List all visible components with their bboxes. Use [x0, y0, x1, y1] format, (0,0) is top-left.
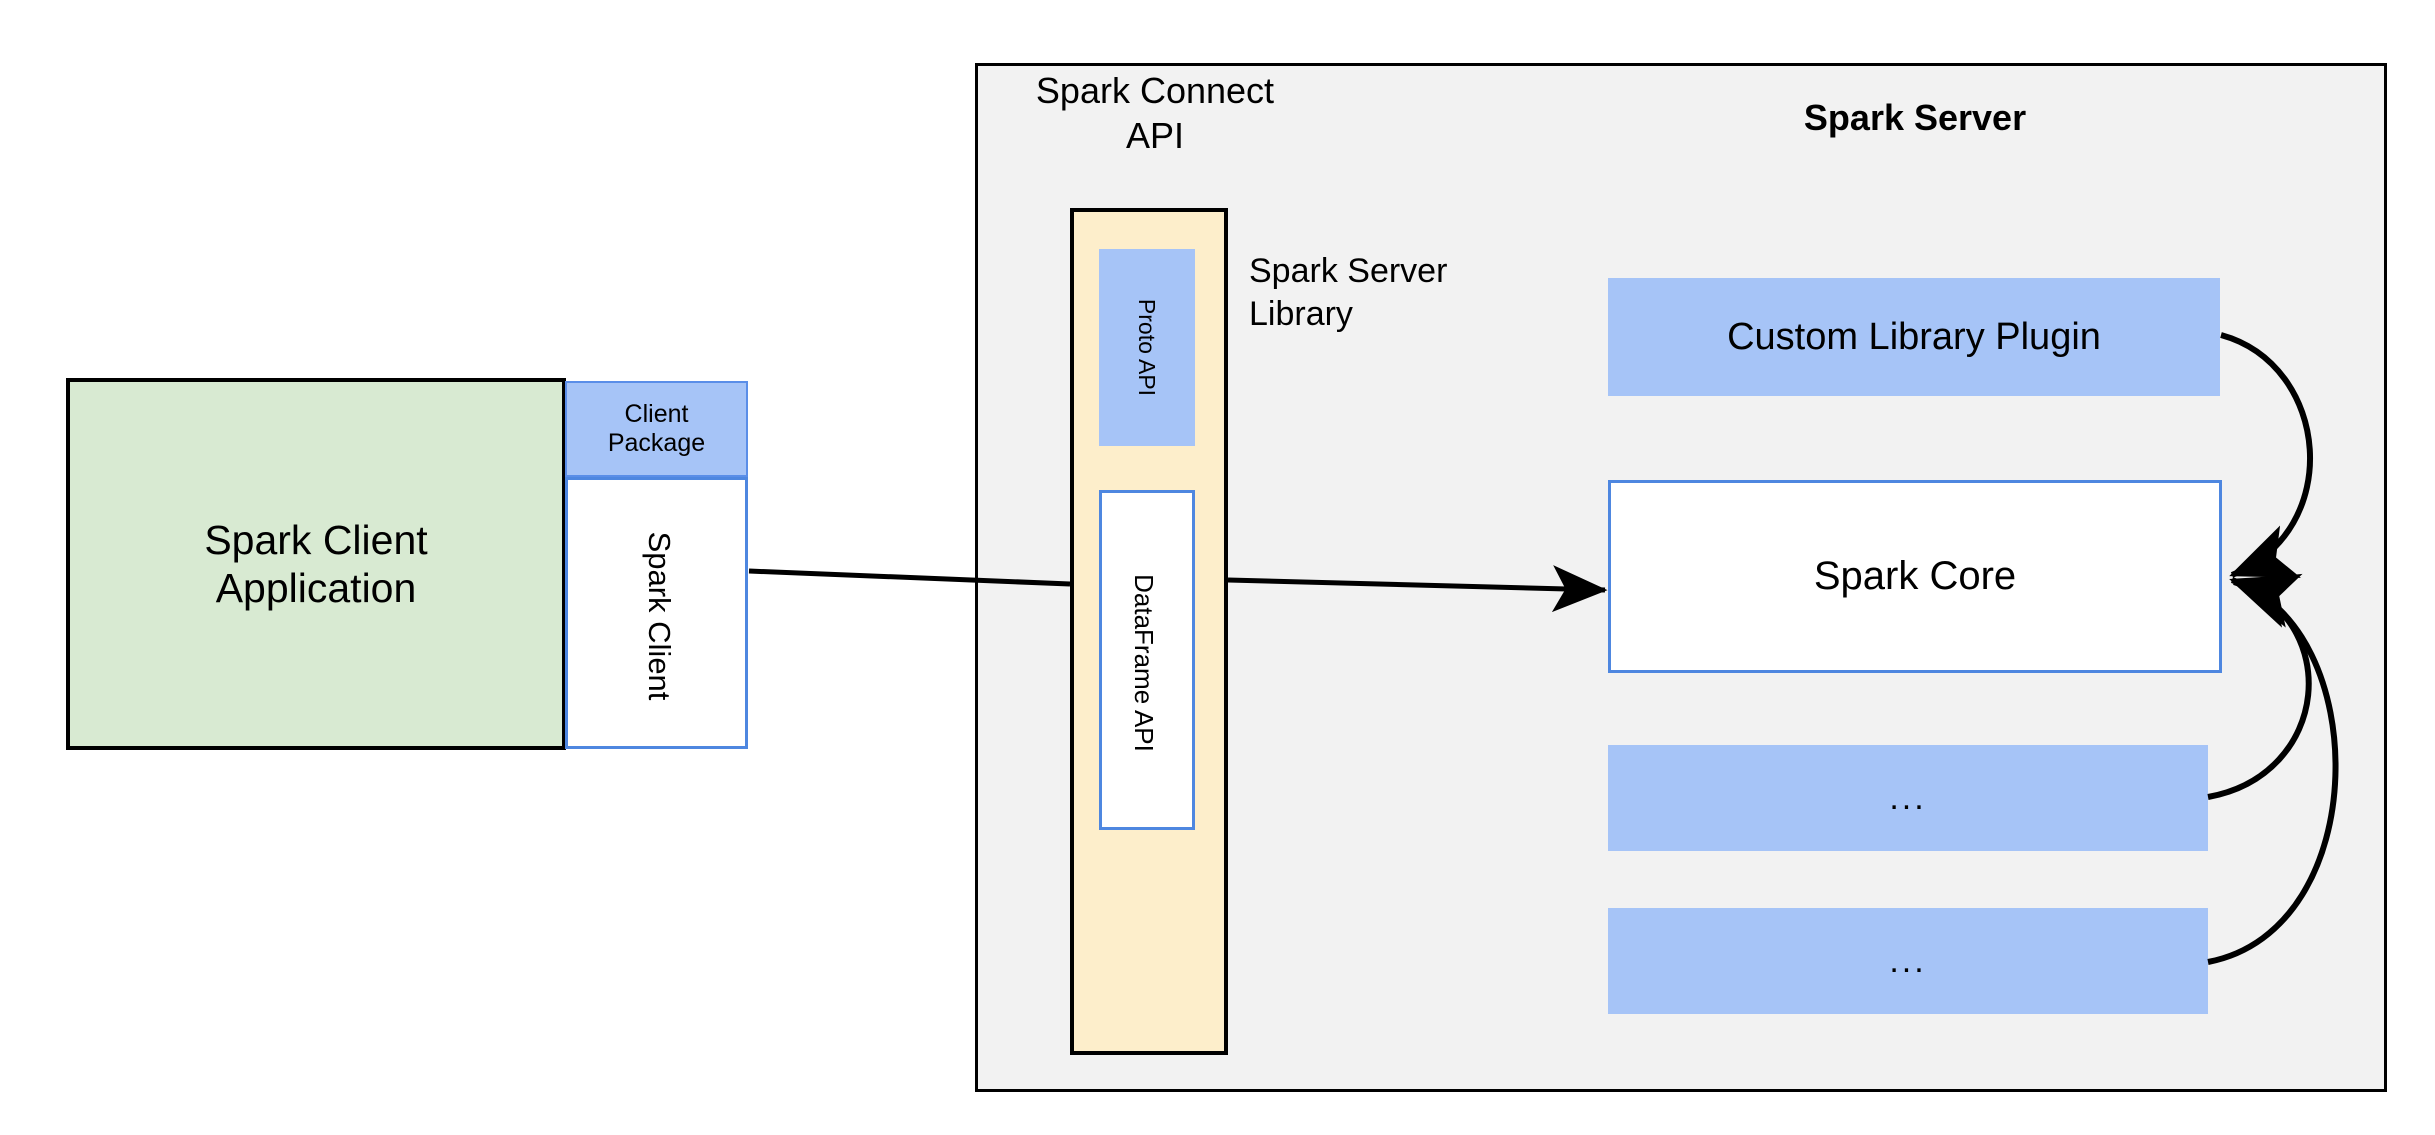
placeholder-component-box-2[interactable]: ...	[1608, 908, 2208, 1014]
proto-api-label: Proto API	[1134, 298, 1161, 397]
spark-core-box[interactable]: Spark Core	[1608, 480, 2222, 673]
proto-api-box[interactable]: Proto API	[1099, 249, 1195, 446]
custom-library-plugin-box[interactable]: Custom Library Plugin	[1608, 278, 2220, 396]
placeholder-component-label-2: ...	[1889, 941, 1927, 980]
dataframe-api-box[interactable]: DataFrame API	[1099, 490, 1195, 830]
spark-client-label: Spark Client	[642, 531, 678, 701]
placeholder-component-box-1[interactable]: ...	[1608, 745, 2208, 851]
spark-client-box[interactable]: Spark Client	[565, 477, 748, 749]
custom-library-plugin-label: Custom Library Plugin	[1727, 315, 2101, 358]
client-package-label: Client Package	[607, 399, 706, 458]
spark-server-library-label: Spark Server Library	[1249, 252, 1448, 333]
placeholder-component-label-1: ...	[1889, 778, 1927, 817]
dataframe-api-label: DataFrame API	[1129, 574, 1160, 752]
spark-client-application-box[interactable]: Spark Client Application	[66, 378, 566, 750]
client-package-box[interactable]: Client Package	[565, 381, 748, 477]
spark-core-label: Spark Core	[1813, 553, 2017, 598]
spark-connect-api-label: Spark Connect API	[1035, 70, 1275, 156]
spark-server-title: Spark Server	[1803, 97, 2027, 138]
spark-client-application-label: Spark Client Application	[204, 516, 428, 611]
